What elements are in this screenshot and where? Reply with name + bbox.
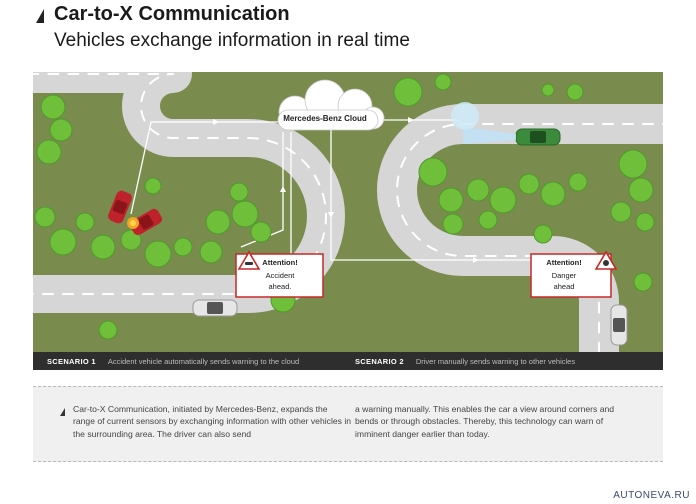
accident-car-1 <box>108 190 132 224</box>
warning-left-line1: Accident <box>266 271 296 280</box>
page-subtitle: Vehicles exchange information in real ti… <box>54 30 410 51</box>
sensor-beam <box>451 102 516 144</box>
arrow-heads <box>213 117 479 263</box>
info-box: Car-to-X Communication, initiated by Mer… <box>33 386 663 462</box>
crash-spark-icon <box>127 217 139 229</box>
warning-left-title: Attention! <box>262 258 297 267</box>
accident-car-2 <box>129 208 163 236</box>
header-triangle-icon <box>36 9 44 23</box>
page-title: Car-to-X Communication <box>54 3 290 25</box>
illustration-scene: Mercedes-Benz Cloud <box>33 72 663 352</box>
warning-sign-right: Attention! Danger ahead <box>530 250 618 298</box>
info-text-col2: a warning manually. This enables the car… <box>355 404 615 439</box>
cloud-label: Mercedes-Benz Cloud <box>283 114 367 123</box>
silver-car-right <box>610 304 628 346</box>
warning-right-line1: Danger <box>552 271 577 280</box>
scenario-bar: SCENARIO 1 Accident vehicle automatically… <box>33 352 663 370</box>
scenario-1: SCENARIO 1 Accident vehicle automatically… <box>47 357 299 366</box>
info-text-col1: Car-to-X Communication, initiated by Mer… <box>73 404 352 439</box>
warning-triangle-icon <box>237 250 261 270</box>
warning-left-line2: ahead. <box>269 282 292 291</box>
warning-sign-left: Attention! Accident ahead. <box>235 250 324 298</box>
green-car <box>515 128 561 146</box>
info-triangle-icon <box>60 408 65 416</box>
warning-right-title: Attention! <box>546 258 581 267</box>
warning-right-line2: ahead <box>554 282 575 291</box>
watermark: AUTONEVA.RU <box>613 490 690 501</box>
trees <box>34 73 655 340</box>
scenario-2-label: SCENARIO 2 <box>355 357 404 366</box>
scenario-1-text: Accident vehicle automatically sends war… <box>107 357 300 366</box>
scenario-2: SCENARIO 2 Driver manually sends warning … <box>355 357 575 366</box>
silver-car-left <box>192 299 238 317</box>
cloud-icon: Mercedes-Benz Cloud <box>277 79 385 131</box>
scenario-2-text: Driver manually sends warning to other v… <box>415 357 576 366</box>
scenario-1-label: SCENARIO 1 <box>47 357 96 366</box>
